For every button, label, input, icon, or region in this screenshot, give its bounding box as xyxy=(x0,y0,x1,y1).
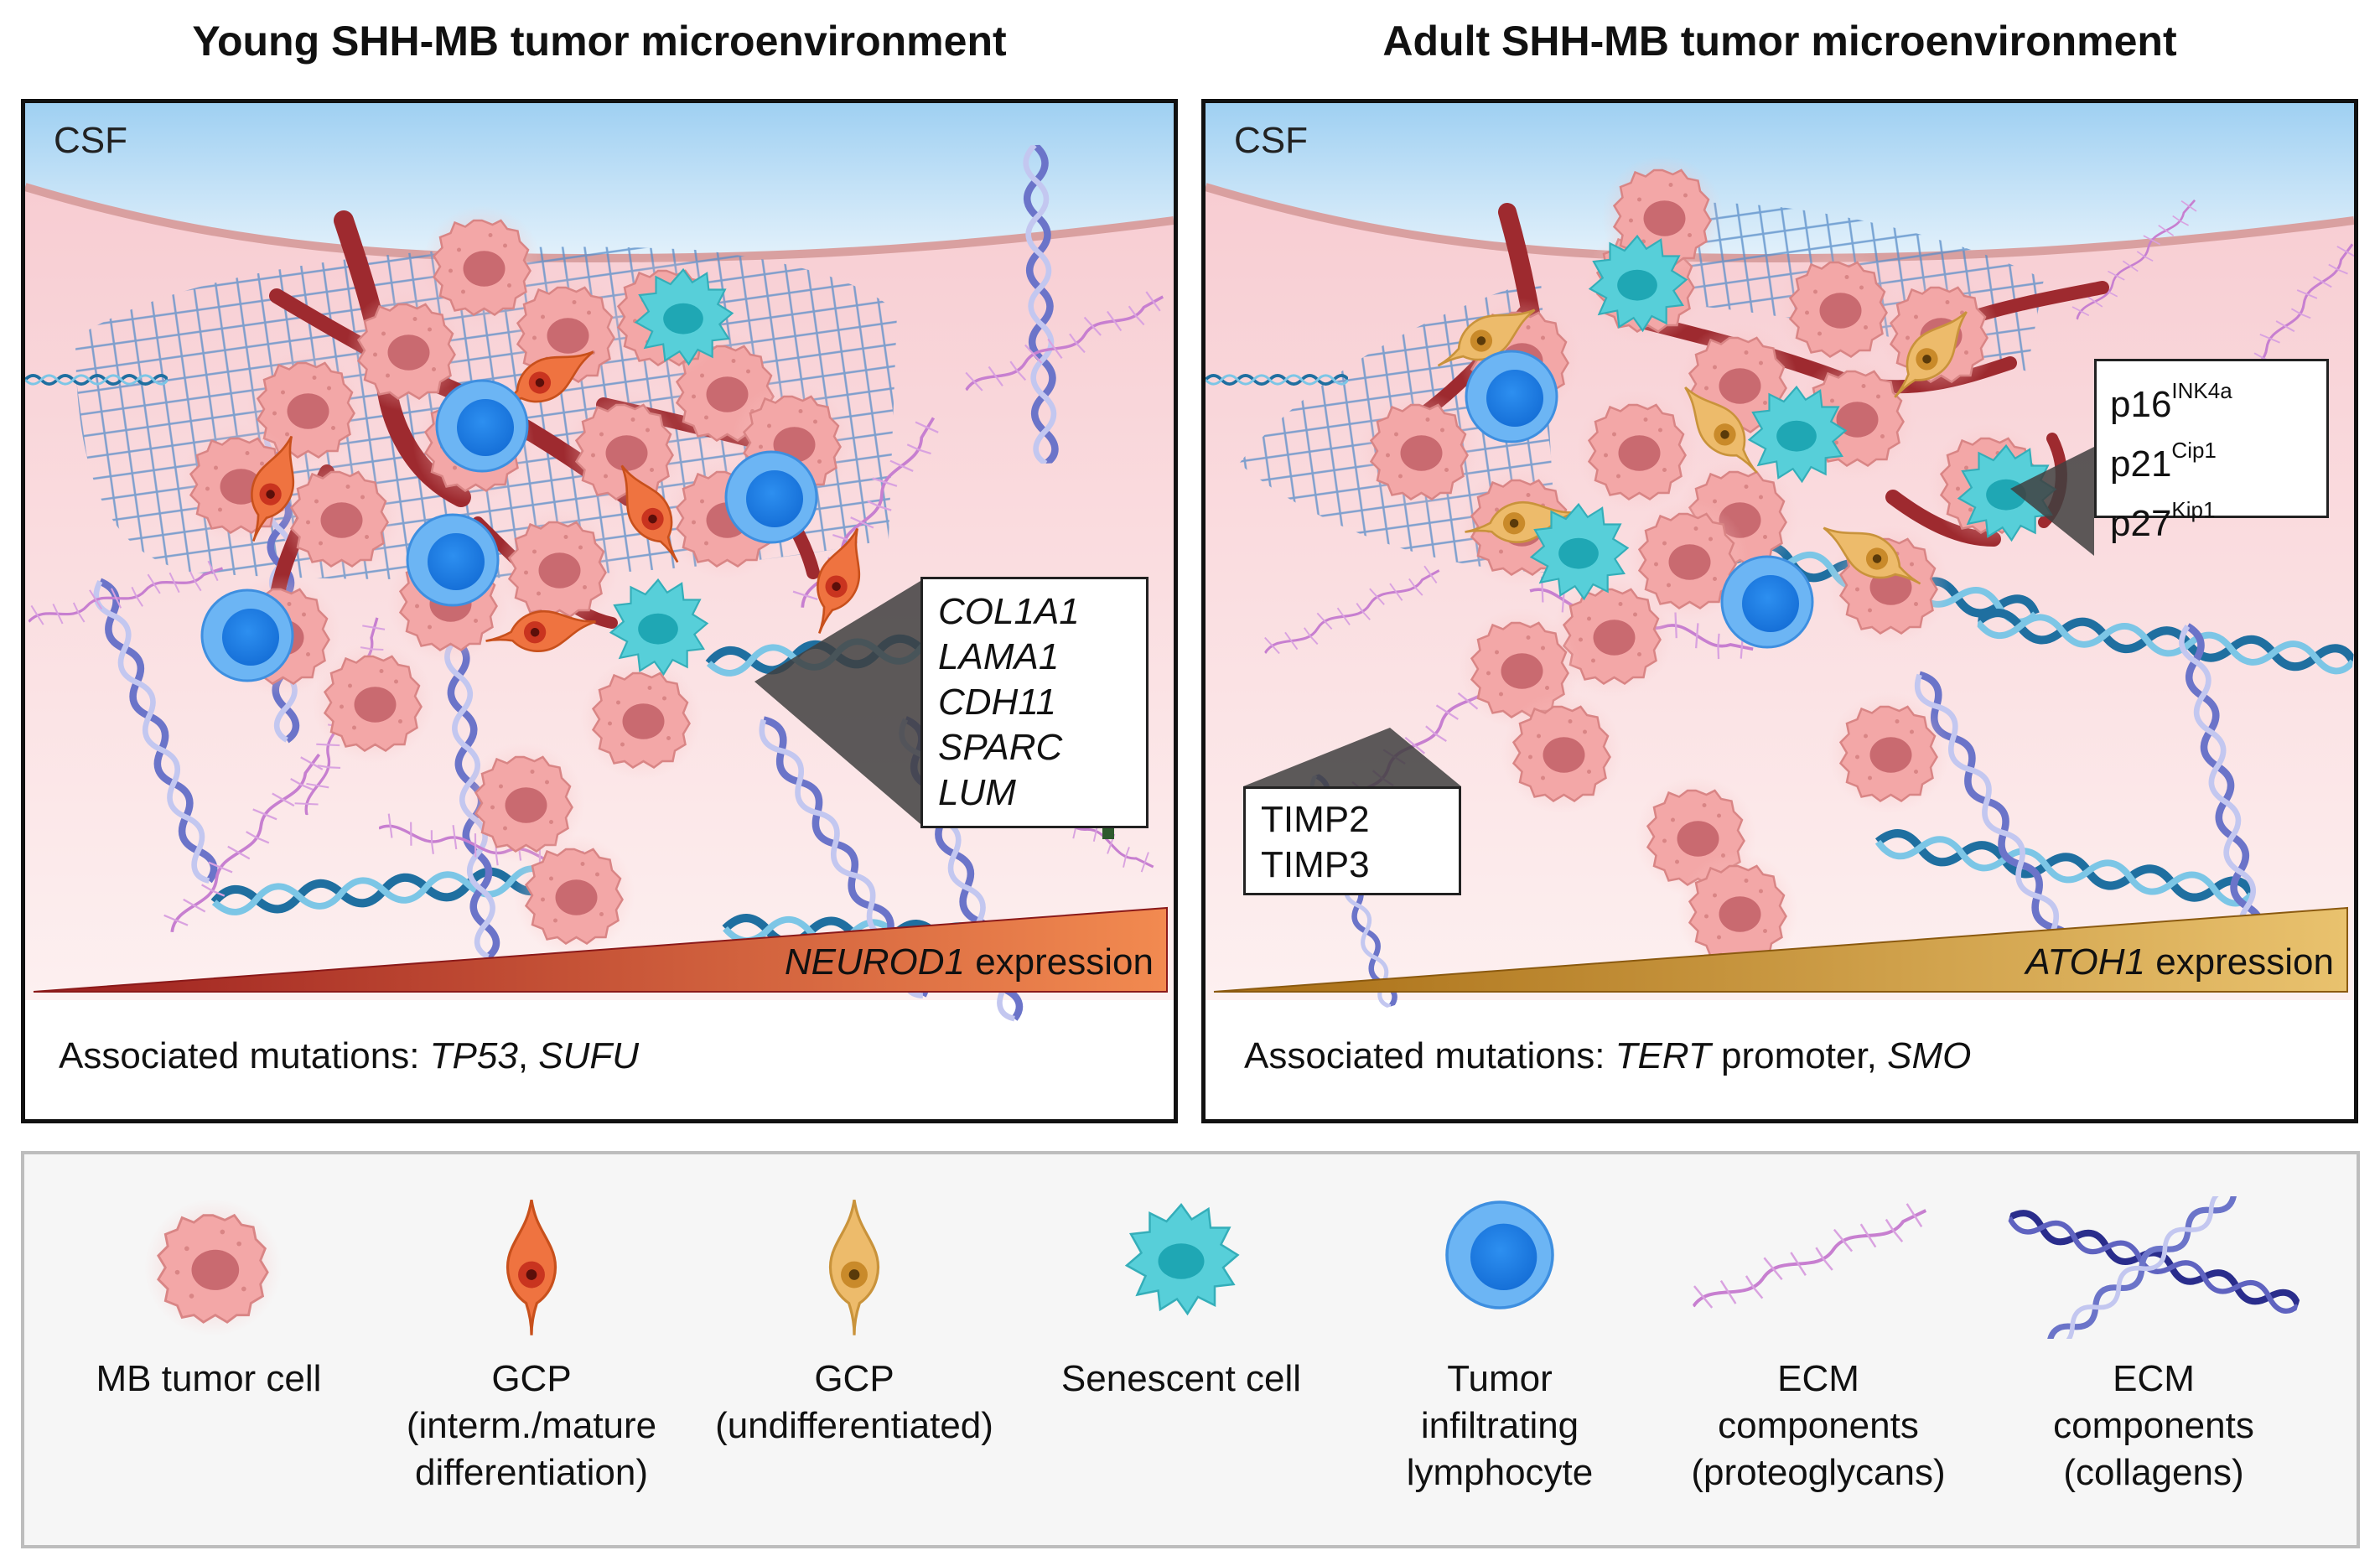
legend-item-gcp-undiff: GCP (undifferentiated) xyxy=(695,1154,1014,1548)
gene-label: LAMA1 xyxy=(938,636,1060,677)
legend-label: GCP (undifferentiated) xyxy=(715,1358,993,1446)
cdki-list: p16INK4a p21Cip1 p27Kip1 xyxy=(2110,368,2232,547)
legend-item-tumor-cell: MB tumor cell xyxy=(49,1154,368,1548)
gene-label: SPARC xyxy=(938,727,1063,768)
atoh1-expression-label: ATOH1 expression xyxy=(2025,941,2334,983)
timp-list: TIMP2 TIMP3 xyxy=(1261,797,1370,888)
cdki-label: p21Cip1 xyxy=(2110,438,2217,485)
cdki-label: p16INK4a xyxy=(2110,378,2232,425)
legend-item-senescent: Senescent cell xyxy=(1022,1154,1340,1548)
young-panel: CSF COL1A1 LAMA1 CDH11 SPARC LUM NEUROD1… xyxy=(21,99,1178,1123)
young-scene xyxy=(25,103,1174,1119)
cdki-callout-wedge xyxy=(2010,447,2094,556)
legend-label: Senescent cell xyxy=(1060,1358,1302,1399)
legend-label: GCP (interm./mature differentiation) xyxy=(406,1358,657,1493)
gene-label: LUM xyxy=(938,772,1016,813)
legend-item-proteoglycans: ECM components (proteoglycans) xyxy=(1659,1154,1978,1548)
csf-label: CSF xyxy=(1234,120,1308,161)
lymphocyte-cell xyxy=(435,379,529,473)
young-panel-title: Young SHH-MB tumor microenvironment xyxy=(192,18,1007,65)
atoh1-gradient-bar xyxy=(1213,906,2348,993)
lymphocyte-cell xyxy=(724,450,818,544)
legend: MB tumor cell GCP (interm./mature differ… xyxy=(21,1151,2360,1548)
neurod1-expression-label: NEUROD1 expression xyxy=(784,941,1154,983)
legend-item-lymphocyte: Tumor infiltrating lymphocyte xyxy=(1366,1154,1634,1548)
legend-label: Tumor infiltrating lymphocyte xyxy=(1406,1358,1594,1493)
ecm-gene-callout: COL1A1 LAMA1 CDH11 SPARC LUM xyxy=(920,577,1149,828)
lymphocyte-cell xyxy=(1465,350,1558,443)
young-associated-mutations: Associated mutations: TP53, SUFU xyxy=(59,1035,640,1076)
ecm-gene-list: COL1A1 LAMA1 CDH11 SPARC LUM xyxy=(938,589,1080,816)
collagen-icon xyxy=(1986,1196,2321,1339)
legend-label: ECM components (collagens) xyxy=(2053,1358,2254,1493)
legend-label: ECM components (proteoglycans) xyxy=(1691,1358,1946,1493)
gene-label: CDH11 xyxy=(938,682,1057,723)
adult-panel: CSF p16INK4a p21Cip1 p27Kip1 TIMP2 TIMP3… xyxy=(1201,99,2358,1123)
legend-label: MB tumor cell xyxy=(96,1358,322,1399)
neurod1-gradient-bar xyxy=(33,906,1168,993)
callout-wedge xyxy=(754,581,920,824)
timp-callout: TIMP2 TIMP3 xyxy=(1243,786,1461,895)
gcp-undiff-icon xyxy=(828,1198,880,1337)
cdki-label: p27Kip1 xyxy=(2110,497,2216,544)
cdki-callout: p16INK4a p21Cip1 p27Kip1 xyxy=(2094,359,2329,544)
legend-item-collagens: ECM components (collagens) xyxy=(1986,1154,2321,1548)
lymphocyte-cell xyxy=(1720,555,1814,649)
timp-label: TIMP2 xyxy=(1261,799,1370,840)
senescent-cell-icon xyxy=(1125,1203,1239,1315)
adult-panel-title: Adult SHH-MB tumor microenvironment xyxy=(1382,18,2177,65)
timp-callout-wedge xyxy=(1243,728,1461,786)
gene-label: COL1A1 xyxy=(938,591,1080,632)
csf-label: CSF xyxy=(54,120,127,161)
lymphocyte-icon xyxy=(1445,1200,1554,1309)
lymphocyte-cell xyxy=(200,589,294,682)
timp-label: TIMP3 xyxy=(1261,844,1370,885)
proteoglycan-icon xyxy=(1659,1196,1978,1339)
adult-associated-mutations: Associated mutations: TERT promoter, SMO xyxy=(1244,1035,1972,1076)
legend-item-gcp-mature: GCP (interm./mature differentiation) xyxy=(376,1154,687,1548)
lymphocyte-cell xyxy=(406,513,500,607)
gcp-mature-icon xyxy=(506,1198,557,1337)
tumor-cell-icon xyxy=(143,1197,283,1338)
